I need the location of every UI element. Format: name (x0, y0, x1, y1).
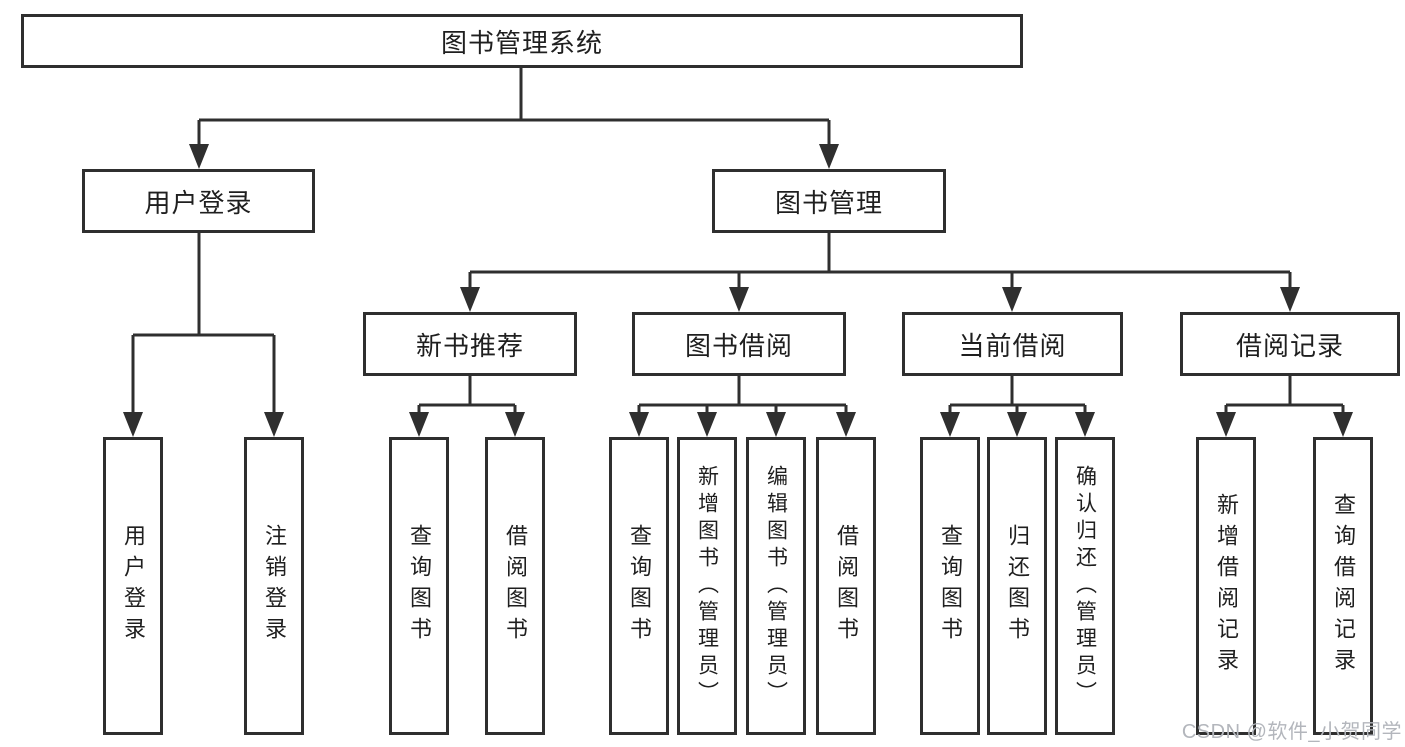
node-root-label: 图书管理系统 (440, 27, 603, 58)
node-leaf-cb-query-books: 查询图书 (920, 437, 980, 735)
node-leaf-bb-borrow-books: 借阅图书 (816, 437, 876, 735)
node-current-borrow-label: 当前借阅 (958, 330, 1067, 361)
connector-user-login-to-leaves (123, 233, 284, 437)
node-leaf-cb-confirm-return-admin: 确认归还（管理员） (1055, 437, 1115, 735)
node-leaf-nb-query-books: 查询图书 (389, 437, 449, 735)
leaf-label: 借阅图书 (834, 524, 859, 648)
node-book-borrow: 图书借阅 (632, 312, 846, 376)
node-leaf-bb-query-books: 查询图书 (609, 437, 669, 735)
leaf-label: 查询图书 (407, 524, 432, 648)
leaf-label: 归还图书 (1005, 524, 1030, 648)
leaf-label: 确认归还（管理员） (1073, 464, 1097, 708)
leaf-label: 查询图书 (938, 524, 963, 648)
node-leaf-br-query-record: 查询借阅记录 (1313, 437, 1373, 735)
node-book-borrow-label: 图书借阅 (684, 330, 793, 361)
node-book-management-label: 图书管理 (774, 187, 883, 218)
connector-book-management-to-level3 (460, 233, 1300, 312)
connector-new-book-to-leaves (409, 376, 525, 437)
leaf-label: 用户登录 (121, 524, 146, 648)
node-borrow-records: 借阅记录 (1180, 312, 1400, 376)
node-user-login: 用户登录 (82, 169, 315, 233)
node-leaf-br-add-record: 新增借阅记录 (1196, 437, 1256, 735)
node-new-book-recommend-label: 新书推荐 (415, 330, 524, 361)
leaf-label: 编辑图书（管理员） (764, 464, 788, 708)
connector-root-to-level2 (189, 68, 839, 169)
csdn-watermark: CSDN @软件_小贺同学 (1181, 721, 1402, 743)
leaf-label: 新增借阅记录 (1214, 493, 1239, 679)
leaf-label: 新增图书（管理员） (695, 464, 719, 708)
node-leaf-bb-edit-books-admin: 编辑图书（管理员） (746, 437, 806, 735)
leaf-label: 借阅图书 (503, 524, 528, 648)
node-leaf-cb-return-books: 归还图书 (987, 437, 1047, 735)
node-new-book-recommend: 新书推荐 (363, 312, 577, 376)
node-leaf-nb-borrow-books: 借阅图书 (485, 437, 545, 735)
node-leaf-user-login: 用户登录 (103, 437, 163, 735)
leaf-label: 注销登录 (262, 524, 287, 648)
node-borrow-records-label: 借阅记录 (1235, 330, 1344, 361)
connector-current-borrow-to-leaves (940, 376, 1095, 437)
leaf-label: 查询图书 (627, 524, 652, 648)
node-root: 图书管理系统 (21, 14, 1023, 68)
connector-borrow-records-to-leaves (1216, 376, 1353, 437)
leaf-label: 查询借阅记录 (1331, 493, 1356, 679)
node-current-borrow: 当前借阅 (902, 312, 1123, 376)
node-user-login-label: 用户登录 (144, 187, 253, 218)
connector-book-borrow-to-leaves (629, 376, 856, 437)
node-book-management: 图书管理 (712, 169, 946, 233)
node-leaf-bb-add-books-admin: 新增图书（管理员） (677, 437, 737, 735)
node-leaf-logout: 注销登录 (244, 437, 304, 735)
